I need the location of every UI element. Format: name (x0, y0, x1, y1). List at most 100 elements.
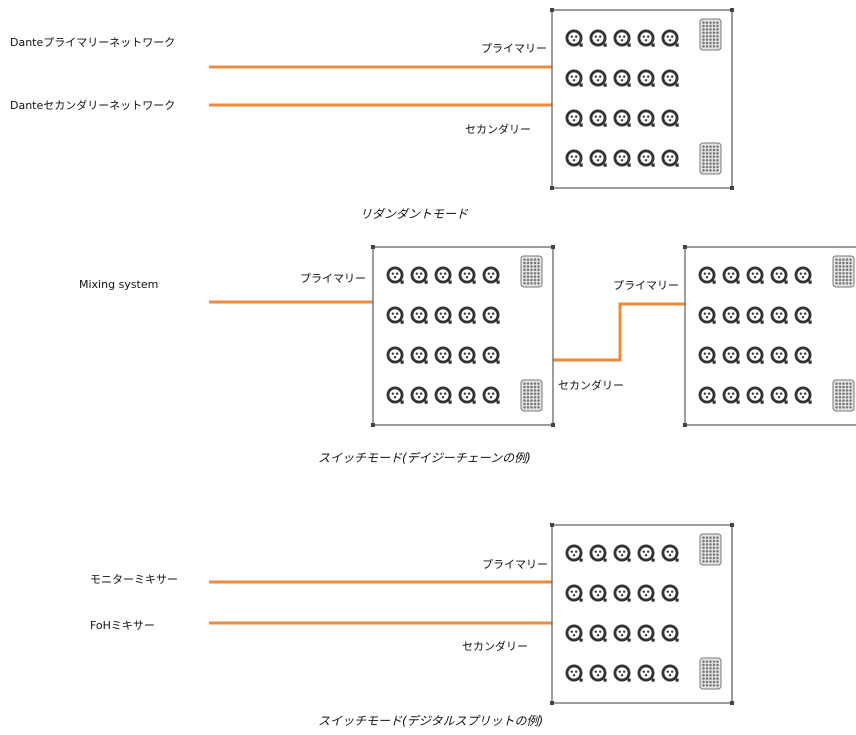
corner-screw (730, 523, 734, 527)
xlr-connector-icon (613, 584, 631, 602)
corner-screw (550, 186, 554, 190)
xlr-connector-icon (698, 266, 716, 284)
xlr-connector-icon (746, 266, 764, 284)
xlr-connector-icon (794, 306, 812, 324)
xlr-connector-icon (386, 306, 404, 324)
xlr-connector-icon (722, 306, 740, 324)
xlr-connector-icon (661, 29, 679, 47)
xlr-connector-icon (410, 266, 428, 284)
xlr-connector-icon (661, 624, 679, 642)
xlr-connector-icon (386, 266, 404, 284)
xlr-connector-icon (410, 306, 428, 324)
xlr-connector-icon (589, 664, 607, 682)
xlr-connector-icon (661, 544, 679, 562)
xlr-connector-icon (661, 584, 679, 602)
xlr-connector-icon (722, 266, 740, 284)
xlr-connector-icon (770, 346, 788, 364)
corner-screw (683, 423, 687, 427)
corner-screw (551, 423, 555, 427)
multipin-connector-icon (520, 379, 543, 412)
xlr-connector-icon (434, 346, 452, 364)
xlr-connector-icon (589, 624, 607, 642)
xlr-connector-icon (770, 306, 788, 324)
xlr-connector-icon (589, 29, 607, 47)
xlr-connector-icon (458, 306, 476, 324)
xlr-connector-icon (589, 584, 607, 602)
stagebox-split (550, 523, 734, 705)
xlr-connector-icon (565, 149, 583, 167)
xlr-connector-icon (589, 69, 607, 87)
stagebox-chain-1 (371, 245, 555, 427)
multipin-connector-icon (520, 255, 543, 288)
xlr-connector-icon (794, 346, 812, 364)
xlr-connector-icon (589, 544, 607, 562)
port-label-primary: プライマリー (481, 42, 547, 55)
section-daisy-chain: Mixing system プライマリー セカンダリー プライマリー スイッチモ… (79, 245, 856, 465)
xlr-connector-icon (637, 109, 655, 127)
corner-screw (683, 245, 687, 249)
xlr-connector-icon (722, 346, 740, 364)
xlr-connector-icon (661, 664, 679, 682)
corner-screw (550, 523, 554, 527)
xlr-connector-icon (589, 109, 607, 127)
corner-screw (550, 701, 554, 705)
port-label-primary-box2: プライマリー (613, 279, 679, 292)
xlr-connector-icon (722, 386, 740, 404)
xlr-connector-icon (698, 306, 716, 324)
xlr-connector-icon (613, 544, 631, 562)
xlr-connector-icon (458, 346, 476, 364)
port-label-secondary-split: セカンダリー (462, 639, 528, 653)
port-label-secondary: セカンダリー (465, 122, 531, 136)
xlr-connector-icon (458, 266, 476, 284)
multipin-connector-icon (832, 379, 855, 412)
source-label-monitor-mixer: モニターミキサー (90, 573, 178, 586)
xlr-connector-icon (565, 544, 583, 562)
multipin-connector-icon (699, 657, 722, 690)
xlr-connector-icon (613, 149, 631, 167)
source-label-foh-mixer: FoHミキサー (90, 619, 155, 632)
corner-screw (371, 245, 375, 249)
xlr-connector-icon (661, 149, 679, 167)
xlr-connector-icon (565, 29, 583, 47)
xlr-connector-icon (434, 266, 452, 284)
xlr-connector-icon (613, 69, 631, 87)
xlr-connector-icon (434, 306, 452, 324)
multipin-connector-icon (699, 18, 722, 51)
xlr-connector-icon (565, 69, 583, 87)
stagebox-redundant (550, 8, 734, 190)
corner-screw (730, 186, 734, 190)
xlr-connector-icon (482, 266, 500, 284)
xlr-connector-icon (434, 386, 452, 404)
section-split: モニターミキサー FoHミキサー プライマリー セカンダリー スイッチモード(デ… (90, 523, 734, 728)
source-label-dante-secondary: Danteセカンダリーネットワーク (10, 98, 175, 112)
xlr-connector-icon (565, 624, 583, 642)
xlr-connector-icon (613, 29, 631, 47)
xlr-connector-icon (482, 386, 500, 404)
xlr-connector-icon (613, 109, 631, 127)
xlr-connector-icon (770, 266, 788, 284)
multipin-connector-icon (832, 255, 855, 288)
xlr-connector-icon (637, 544, 655, 562)
xlr-connector-icon (565, 664, 583, 682)
xlr-connector-icon (794, 266, 812, 284)
xlr-connector-icon (482, 306, 500, 324)
port-label-primary-split: プライマリー (482, 558, 548, 571)
cable-box1-to-box2 (552, 302, 685, 362)
xlr-connector-icon (698, 346, 716, 364)
stagebox-chain-2 (683, 245, 856, 427)
xlr-connector-icon (458, 386, 476, 404)
xlr-connector-icon (661, 109, 679, 127)
xlr-connector-icon (746, 306, 764, 324)
caption-split: スイッチモード(デジタルスプリットの例) (318, 714, 543, 728)
corner-screw (730, 701, 734, 705)
xlr-connector-icon (794, 386, 812, 404)
multipin-connector-icon (699, 533, 722, 566)
xlr-connector-icon (637, 664, 655, 682)
source-label-mixing-system: Mixing system (79, 278, 158, 291)
xlr-connector-icon (565, 109, 583, 127)
port-label-secondary-box1: セカンダリー (558, 378, 624, 392)
xlr-connector-icon (637, 29, 655, 47)
xlr-connector-icon (637, 584, 655, 602)
corner-screw (551, 245, 555, 249)
xlr-connector-icon (637, 624, 655, 642)
